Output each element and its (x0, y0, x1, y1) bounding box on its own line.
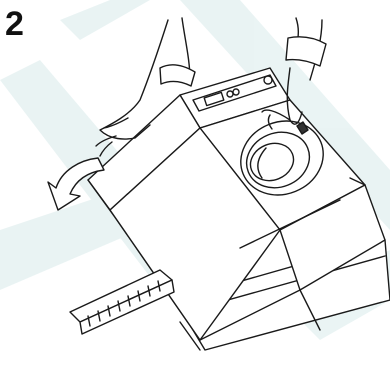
step-number: 2 (5, 4, 24, 44)
transport-bracket (70, 270, 174, 334)
